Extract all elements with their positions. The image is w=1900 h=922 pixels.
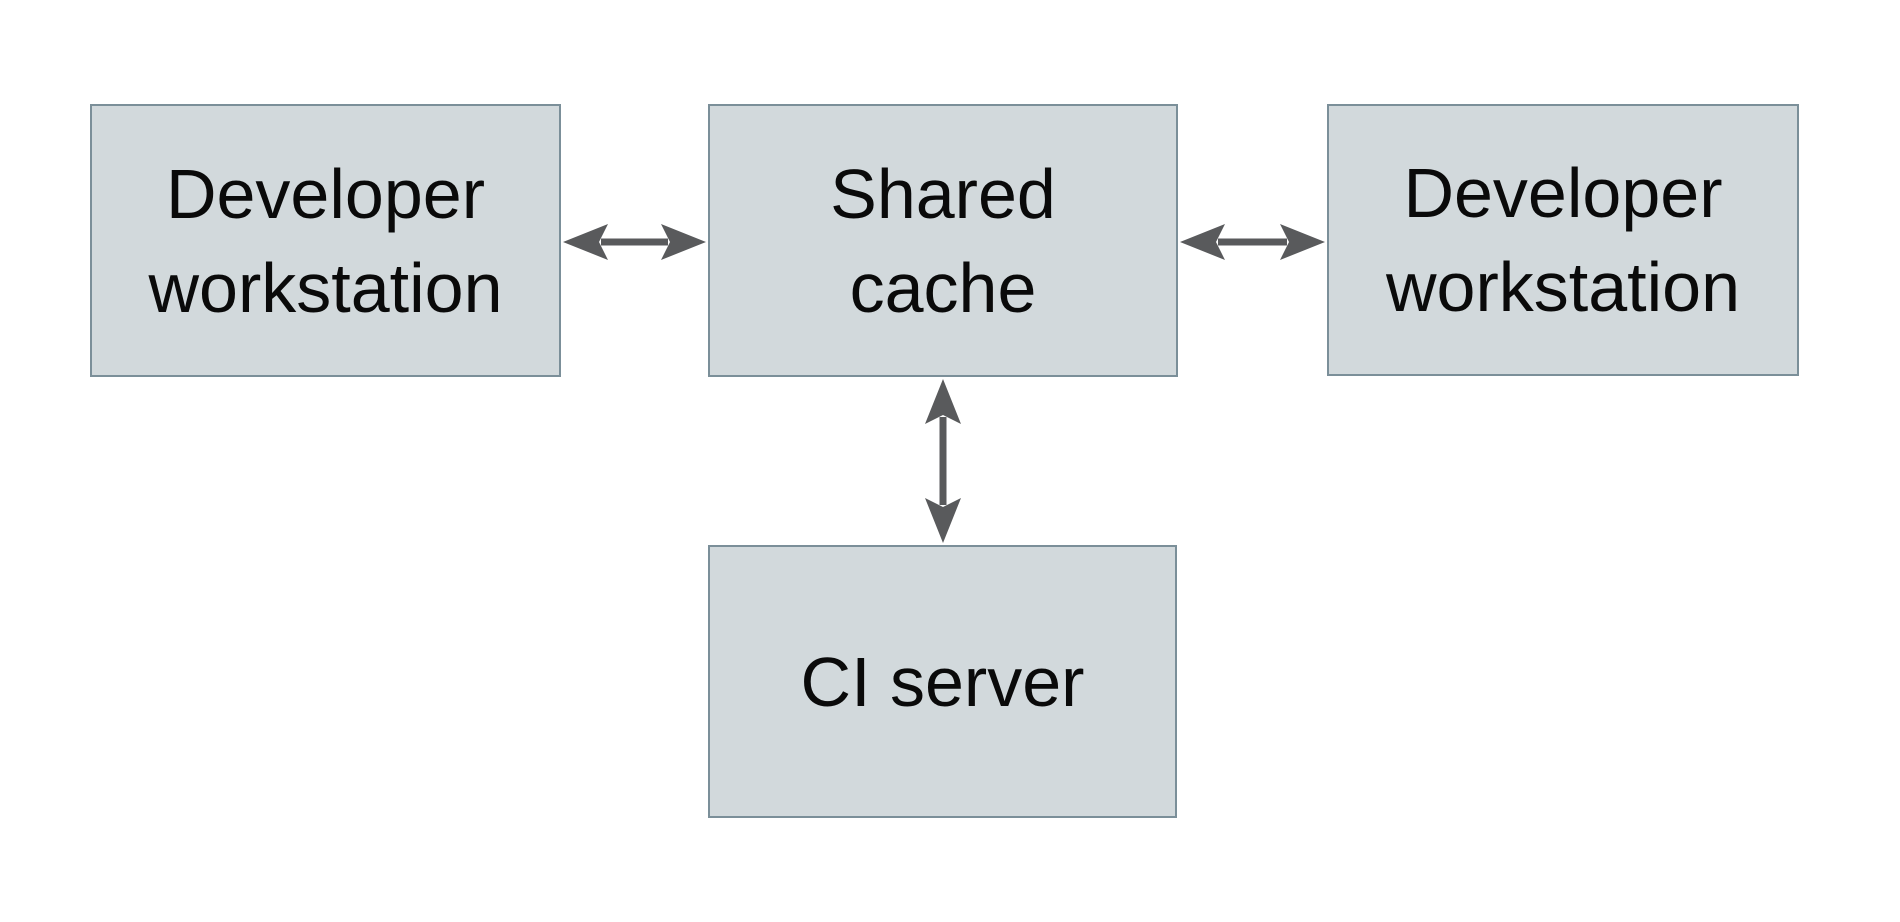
arrowhead-left-icon — [563, 224, 608, 260]
node-label-ci-server: CI server — [800, 642, 1085, 721]
node-developer-workstation-left: Developer workstation — [90, 104, 561, 377]
arrowhead-down-icon — [925, 498, 961, 543]
bidirectional-arrow-shared-cache-ci-server — [925, 379, 961, 543]
bidirectional-arrow-left-workstation-shared-cache — [563, 224, 706, 260]
bidirectional-arrow-shared-cache-right-workstation — [1180, 224, 1325, 260]
node-ci-server: CI server — [708, 545, 1177, 818]
arrowhead-left-icon — [1180, 224, 1225, 260]
node-shared-cache: Shared cache — [708, 104, 1178, 377]
arrowhead-up-icon — [925, 379, 961, 424]
arrowhead-right-icon — [1280, 224, 1325, 260]
node-label-developer-workstation-right: Developer workstation — [1385, 154, 1741, 326]
node-label-shared-cache: Shared cache — [830, 154, 1056, 327]
node-developer-workstation-right: Developer workstation — [1327, 104, 1799, 376]
node-label-developer-workstation-left: Developer workstation — [148, 154, 503, 327]
arrowhead-right-icon — [661, 224, 706, 260]
